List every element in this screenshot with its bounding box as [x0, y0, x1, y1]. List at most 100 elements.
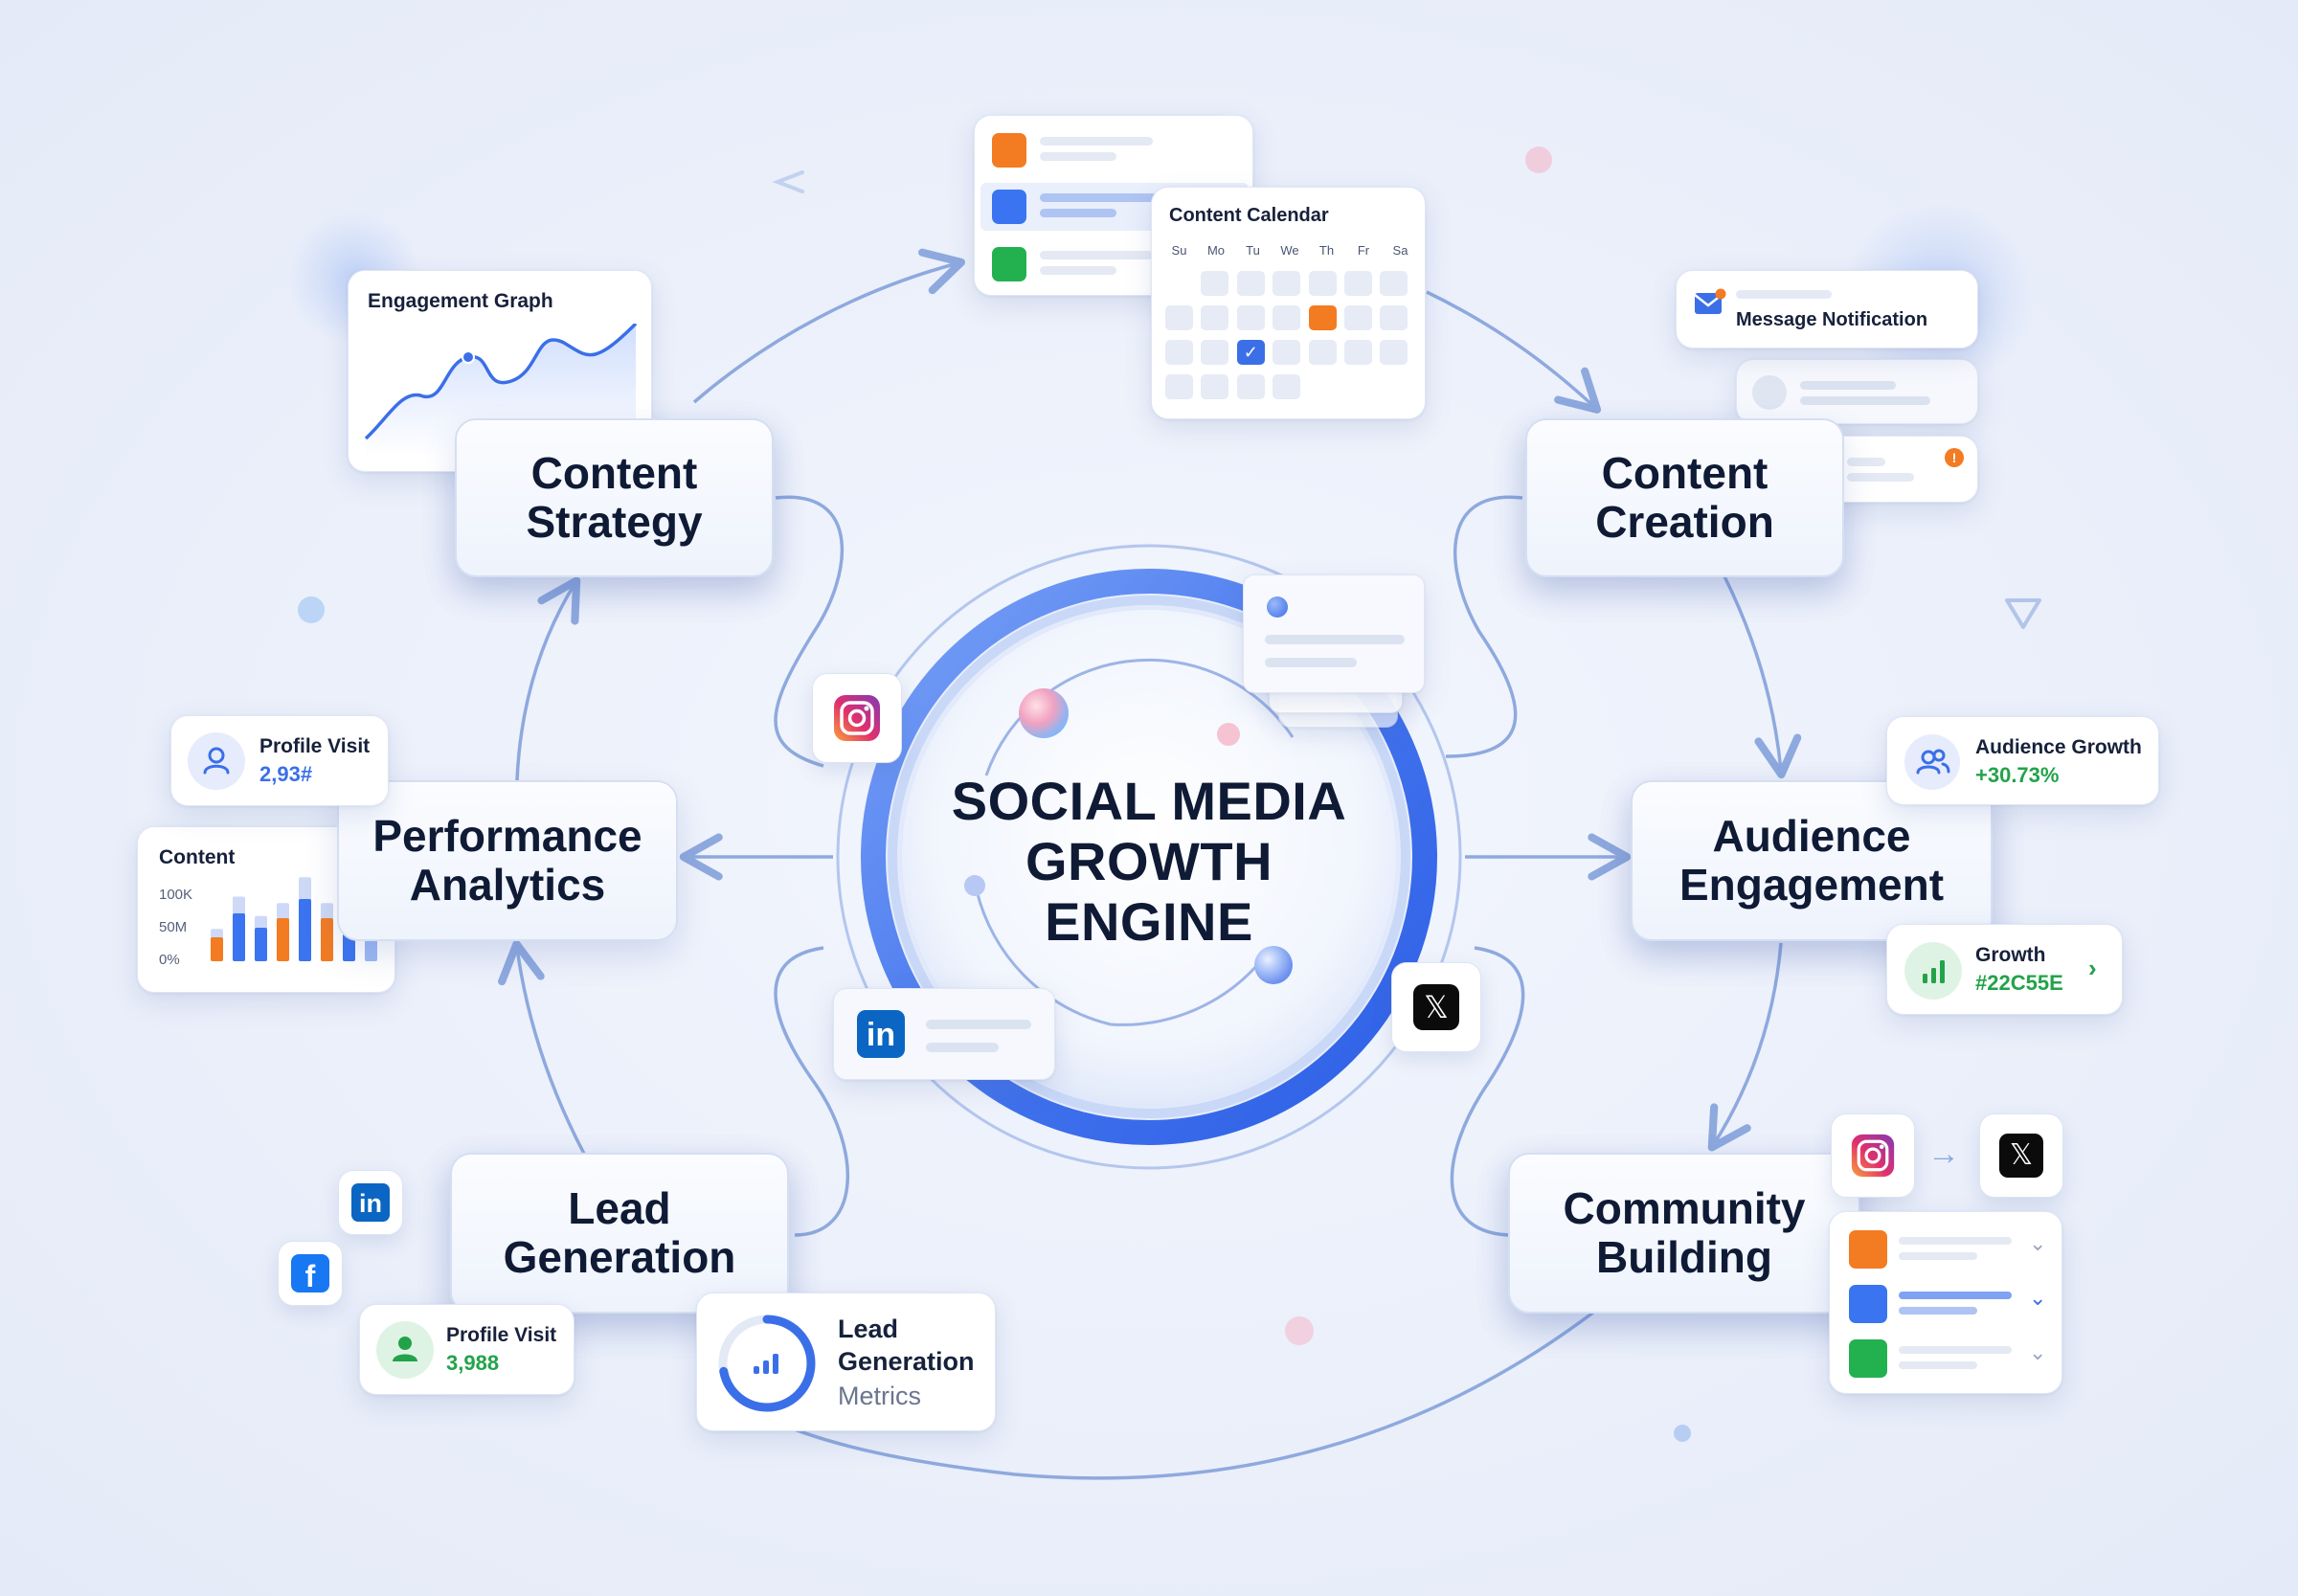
lead-progress-ring	[718, 1315, 816, 1412]
audience-growth-label: Audience Growth	[1975, 736, 2142, 758]
calendar-day-cell[interactable]	[1236, 271, 1265, 296]
node-audience-engagement-front[interactable]: Audience Engagement	[1631, 780, 1993, 941]
center-stack-card	[1243, 574, 1425, 693]
calendar-day-cell[interactable]	[1165, 374, 1193, 399]
stack-dot	[1267, 596, 1288, 618]
calendar-day-cell[interactable]	[1380, 271, 1408, 296]
calendar-day-cell[interactable]	[1273, 340, 1301, 365]
growth-label: Growth	[1975, 944, 2046, 966]
calendar-day-cell[interactable]	[1273, 374, 1301, 399]
content-calendar-title: Content Calendar	[1169, 205, 1329, 226]
lead-metrics-line2: Generation	[838, 1347, 975, 1376]
node-audience-engagement-label-front: Audience Engagement	[1678, 811, 1945, 910]
calendar-day-cell[interactable]	[1201, 374, 1229, 399]
lead-metrics-line3: Metrics	[838, 1382, 921, 1410]
content-chart-tick-0: 100K	[159, 887, 193, 903]
calendar-day-cell[interactable]	[1308, 271, 1337, 296]
chevron-down-icon[interactable]: ⌄	[2029, 1231, 2047, 1255]
calendar-day-cell[interactable]	[1380, 305, 1408, 330]
facebook-icon: f	[291, 1254, 329, 1293]
content-bar	[299, 899, 311, 961]
calendar-day-cell[interactable]	[1344, 271, 1372, 296]
content-list-card	[974, 115, 1253, 296]
content-calendar-card: Content Calendar Su Mo Tu We Th Fr Sa ✓	[1151, 187, 1426, 419]
x-logo-icon: 𝕏	[1999, 1134, 2043, 1178]
calendar-day-cell[interactable]	[1380, 340, 1408, 365]
lead-metrics-line1: Lead	[838, 1315, 899, 1343]
chevron-down-icon[interactable]: ⌄	[2029, 1286, 2047, 1310]
x-community-tile: 𝕏	[1979, 1113, 2063, 1198]
audience-growth-card[interactable]: Audience Growth +30.73%	[1886, 716, 2159, 805]
calendar-day-cell[interactable]	[1201, 271, 1229, 296]
profile-visit-card-bottom[interactable]: Profile Visit 3,988	[359, 1304, 574, 1395]
audience-growth-value: +30.73%	[1975, 763, 2060, 787]
calendar-day-cell[interactable]	[1308, 340, 1337, 365]
center-title-line1: SOCIAL MEDIA	[951, 771, 1347, 831]
user-icon	[376, 1321, 434, 1379]
calendar-days: Su Mo Tu We Th Fr Sa	[1171, 243, 1408, 258]
instagram-icon	[834, 695, 880, 741]
facebook-tile: f	[278, 1241, 343, 1306]
content-chart-tick-2: 0%	[159, 952, 180, 968]
center-title: SOCIAL MEDIA GROWTH ENGINE	[919, 771, 1379, 952]
node-community-building-front[interactable]: Community Building	[1508, 1153, 1860, 1314]
center-title-line2: GROWTH	[1025, 831, 1273, 891]
chevron-right-icon[interactable]: ›	[2088, 954, 2097, 982]
node-performance-analytics[interactable]: Performance Analytics	[337, 780, 678, 941]
calendar-day-cell[interactable]	[1201, 340, 1229, 365]
calendar-day-cell[interactable]	[1165, 271, 1193, 296]
node-content-strategy-label-front: Content Strategy	[526, 448, 703, 547]
lead-metrics-card[interactable]: Lead Generation Metrics	[696, 1293, 996, 1431]
node-content-creation-label-front: Content Creation	[1595, 448, 1774, 547]
node-community-building-label-front: Community Building	[1563, 1183, 1806, 1282]
user-icon	[188, 732, 245, 790]
calendar-day-cell[interactable]	[1273, 271, 1301, 296]
instagram-community-tile	[1831, 1113, 1915, 1198]
calendar-day-cell[interactable]	[1236, 305, 1265, 330]
content-bar	[277, 918, 289, 961]
linkedin-center-card: in	[833, 988, 1055, 1080]
calendar-day-cell[interactable]	[1344, 340, 1372, 365]
content-bar	[255, 928, 267, 961]
profile-visit-bottom-label: Profile Visit	[446, 1324, 557, 1346]
node-content-creation-front[interactable]: Content Creation	[1525, 418, 1844, 577]
calendar-day-cell[interactable]	[1344, 305, 1372, 330]
content-bar-chart	[211, 877, 377, 961]
community-list-card: ⌄ ⌄ ⌄	[1829, 1211, 2062, 1394]
node-content-strategy-front[interactable]: Content Strategy	[455, 418, 774, 577]
calendar-day-cell[interactable]: ✓	[1236, 340, 1265, 365]
node-lead-generation-front[interactable]: Lead Generation	[450, 1153, 789, 1314]
growth-card[interactable]: Growth #22C55E ›	[1886, 924, 2123, 1015]
alert-icon: !	[1945, 448, 1964, 467]
x-center-tile: 𝕏	[1391, 962, 1481, 1052]
chevron-down-icon[interactable]: ⌄	[2029, 1340, 2047, 1364]
calendar-day-cell[interactable]	[1165, 305, 1193, 330]
calendar-day-cell[interactable]	[1273, 305, 1301, 330]
center-title-line3: ENGINE	[1045, 891, 1253, 952]
linkedin-tile: in	[338, 1170, 403, 1235]
profile-visit-top-value: 2,93#	[259, 762, 313, 786]
calendar-day-cell[interactable]	[1308, 305, 1337, 330]
node-lead-generation-label-front: Lead Generation	[503, 1183, 736, 1282]
message-notification-card[interactable]: Message Notification	[1676, 270, 1978, 348]
node-performance-analytics-label: Performance Analytics	[372, 811, 642, 910]
arrow-right-icon: →	[1927, 1135, 1960, 1172]
x-logo-icon: 𝕏	[1413, 984, 1459, 1030]
calendar-day-cell[interactable]	[1165, 340, 1193, 365]
instagram-center-tile	[812, 673, 902, 763]
message-envelope-icon	[1694, 288, 1726, 314]
growth-value: #22C55E	[1975, 971, 2063, 995]
profile-visit-top-label: Profile Visit	[259, 735, 371, 757]
content-bar	[321, 918, 333, 961]
profile-visit-bottom-value: 3,988	[446, 1351, 500, 1375]
profile-visit-card-top[interactable]: Profile Visit 2,93#	[170, 715, 389, 806]
content-chart-title: Content	[159, 846, 236, 868]
growth-chart-icon	[1904, 942, 1962, 1000]
calendar-day-cell[interactable]	[1236, 374, 1265, 399]
content-bar	[211, 937, 223, 961]
calendar-grid: ✓	[1165, 271, 1416, 405]
calendar-day-cell[interactable]	[1201, 305, 1229, 330]
content-bar	[233, 913, 245, 961]
notification-row-2	[1736, 359, 1978, 424]
linkedin-icon: in	[857, 1010, 905, 1058]
